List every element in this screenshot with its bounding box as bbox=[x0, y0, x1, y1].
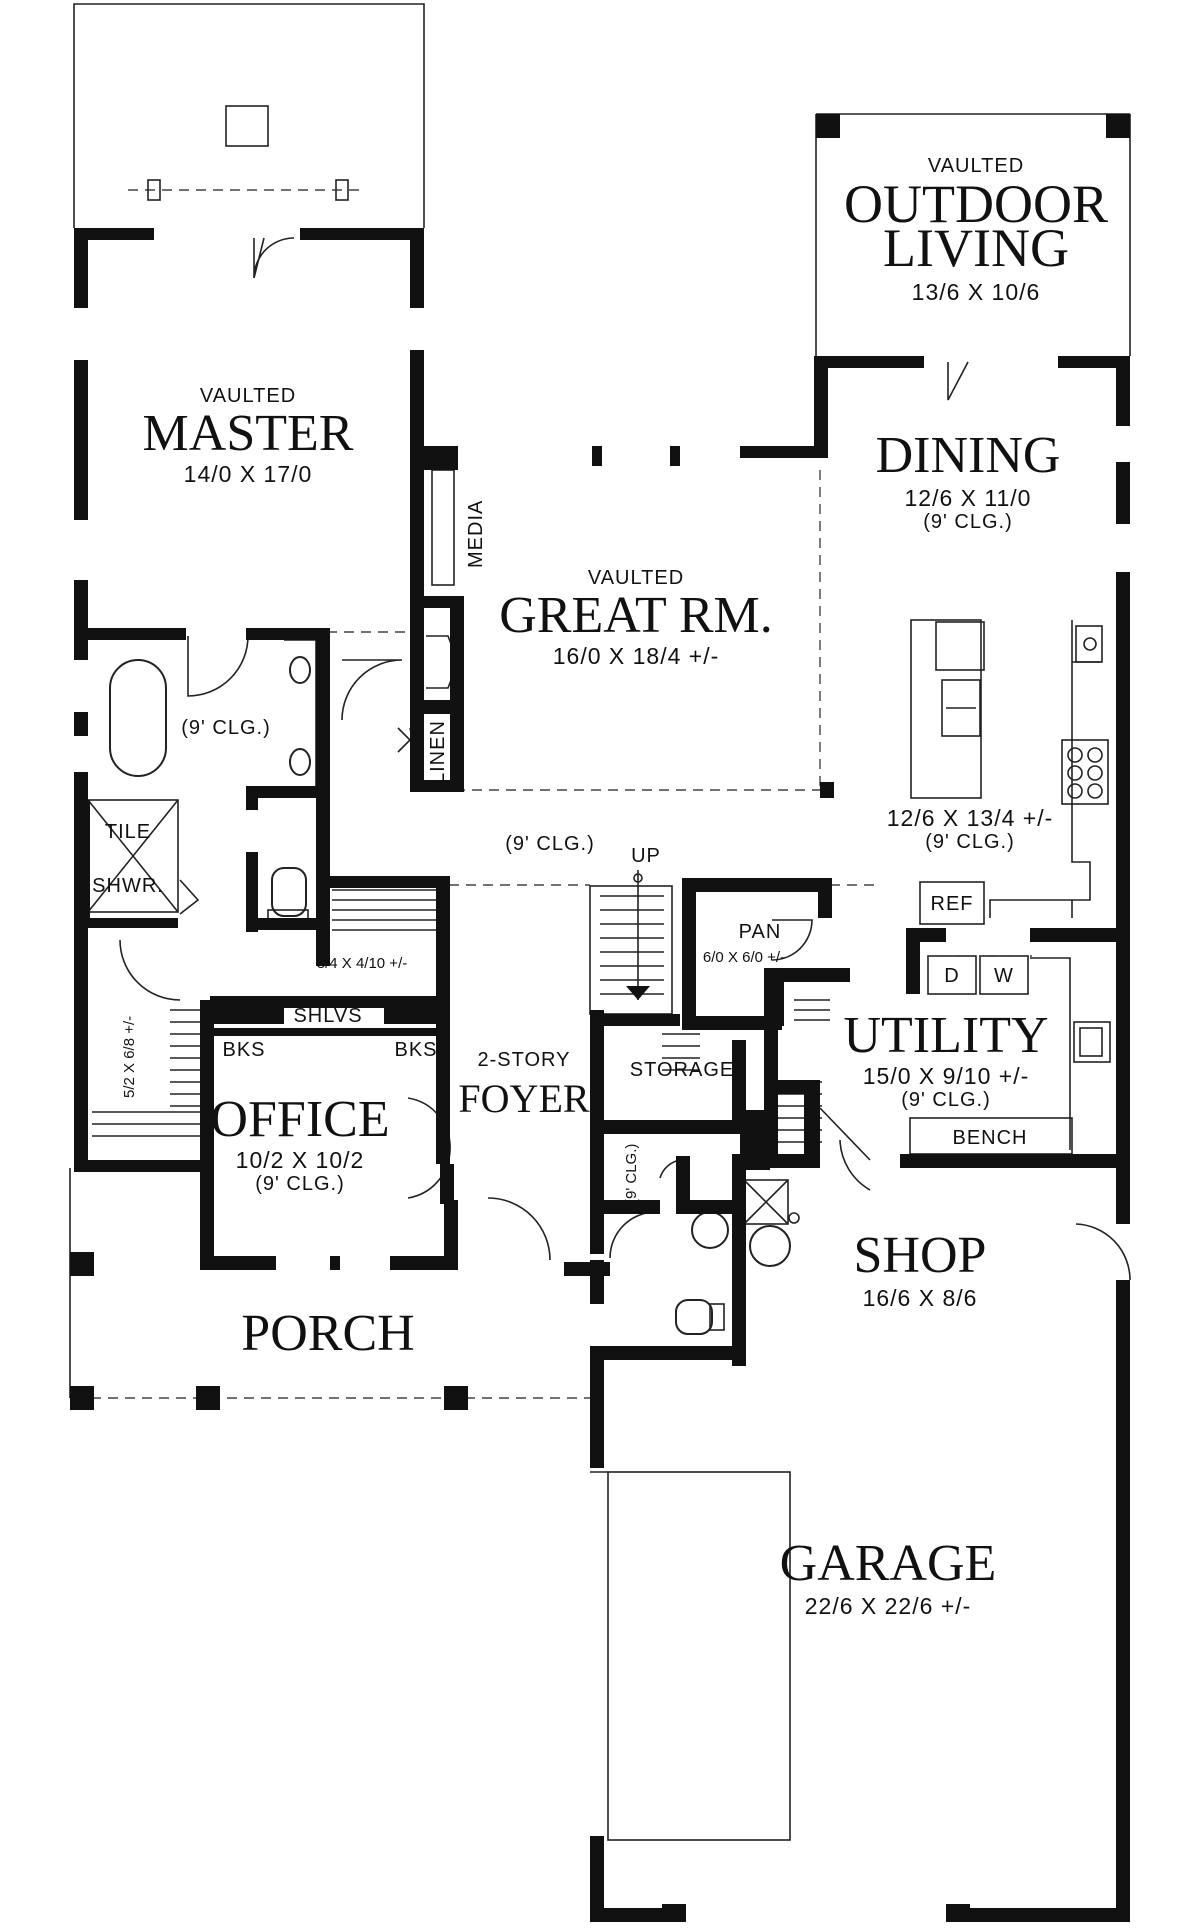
walk-in-closet-size: 8/4 X 4/10 +/- bbox=[317, 955, 407, 972]
master-name: MASTER bbox=[143, 405, 354, 462]
foyer-note: 2-STORY bbox=[478, 1049, 571, 1071]
master-note: VAULTED bbox=[200, 385, 296, 407]
shop-size: 16/6 X 8/6 bbox=[863, 1285, 978, 1311]
outdoor-living-note: VAULTED bbox=[928, 155, 1024, 177]
washer-label: W bbox=[994, 965, 1014, 987]
great-room-name: GREAT RM. bbox=[499, 587, 773, 644]
great-room-note: VAULTED bbox=[588, 567, 684, 589]
dining-ceiling: (9' CLG.) bbox=[923, 511, 1013, 533]
utility-ceiling: (9' CLG.) bbox=[901, 1089, 991, 1111]
media-label: MEDIA bbox=[465, 500, 487, 568]
pantry-name: PAN bbox=[739, 921, 782, 943]
office-size: 10/2 X 10/2 bbox=[236, 1147, 365, 1173]
porch-name: PORCH bbox=[241, 1305, 414, 1362]
office-name: OFFICE bbox=[210, 1091, 389, 1148]
storage-name: STORAGE bbox=[630, 1059, 734, 1081]
dryer-label: D bbox=[944, 965, 959, 987]
walls bbox=[70, 114, 1130, 1922]
shelves-label: SHLVS bbox=[293, 1005, 362, 1027]
bookshelves-left-label: BKS bbox=[222, 1039, 265, 1061]
kitchen-ceiling: (9' CLG.) bbox=[925, 831, 1015, 853]
shower-label-2: SHWR. bbox=[92, 875, 164, 897]
master-size: 14/0 X 17/0 bbox=[184, 461, 313, 487]
outdoor-living-name-1: OUTDOOR bbox=[844, 174, 1108, 234]
fridge-label: REF bbox=[931, 893, 974, 915]
pantry-size: 6/0 X 6/0 +/- bbox=[703, 949, 785, 966]
shower-label-1: TILE bbox=[105, 821, 151, 843]
bookshelves-right-label: BKS bbox=[394, 1039, 437, 1061]
outdoor-living-size: 13/6 X 10/6 bbox=[912, 279, 1041, 305]
dining-name: DINING bbox=[876, 427, 1061, 484]
garage-name: GARAGE bbox=[780, 1535, 997, 1592]
dining-size: 12/6 X 11/0 bbox=[905, 485, 1032, 511]
shop-name: SHOP bbox=[854, 1227, 987, 1284]
utility-name: UTILITY bbox=[843, 1007, 1048, 1064]
outdoor-living-name-2: LIVING bbox=[883, 218, 1069, 278]
great-room-size: 16/0 X 18/4 +/- bbox=[553, 643, 720, 669]
powder-ceiling: (9' CLG.) bbox=[623, 1144, 640, 1204]
thin-lines bbox=[69, 3, 1131, 1841]
linen-label: LINEN bbox=[427, 720, 449, 784]
utility-size: 15/0 X 9/10 +/- bbox=[863, 1063, 1030, 1089]
bath-ceiling: (9' CLG.) bbox=[181, 717, 271, 739]
kitchen-size: 12/6 X 13/4 +/- bbox=[887, 805, 1054, 831]
stairs-label: UP bbox=[631, 845, 661, 867]
room-labels: VAULTED OUTDOOR LIVING 13/6 X 10/6 VAULT… bbox=[92, 155, 1108, 1619]
garage-size: 22/6 X 22/6 +/- bbox=[805, 1593, 972, 1619]
closet-size: 5/2 X 6/8 +/- bbox=[121, 1016, 138, 1098]
hall-ceiling: (9' CLG.) bbox=[505, 833, 595, 855]
office-ceiling: (9' CLG.) bbox=[255, 1173, 345, 1195]
foyer-name: FOYER bbox=[458, 1076, 589, 1121]
bench-label: BENCH bbox=[952, 1127, 1027, 1149]
